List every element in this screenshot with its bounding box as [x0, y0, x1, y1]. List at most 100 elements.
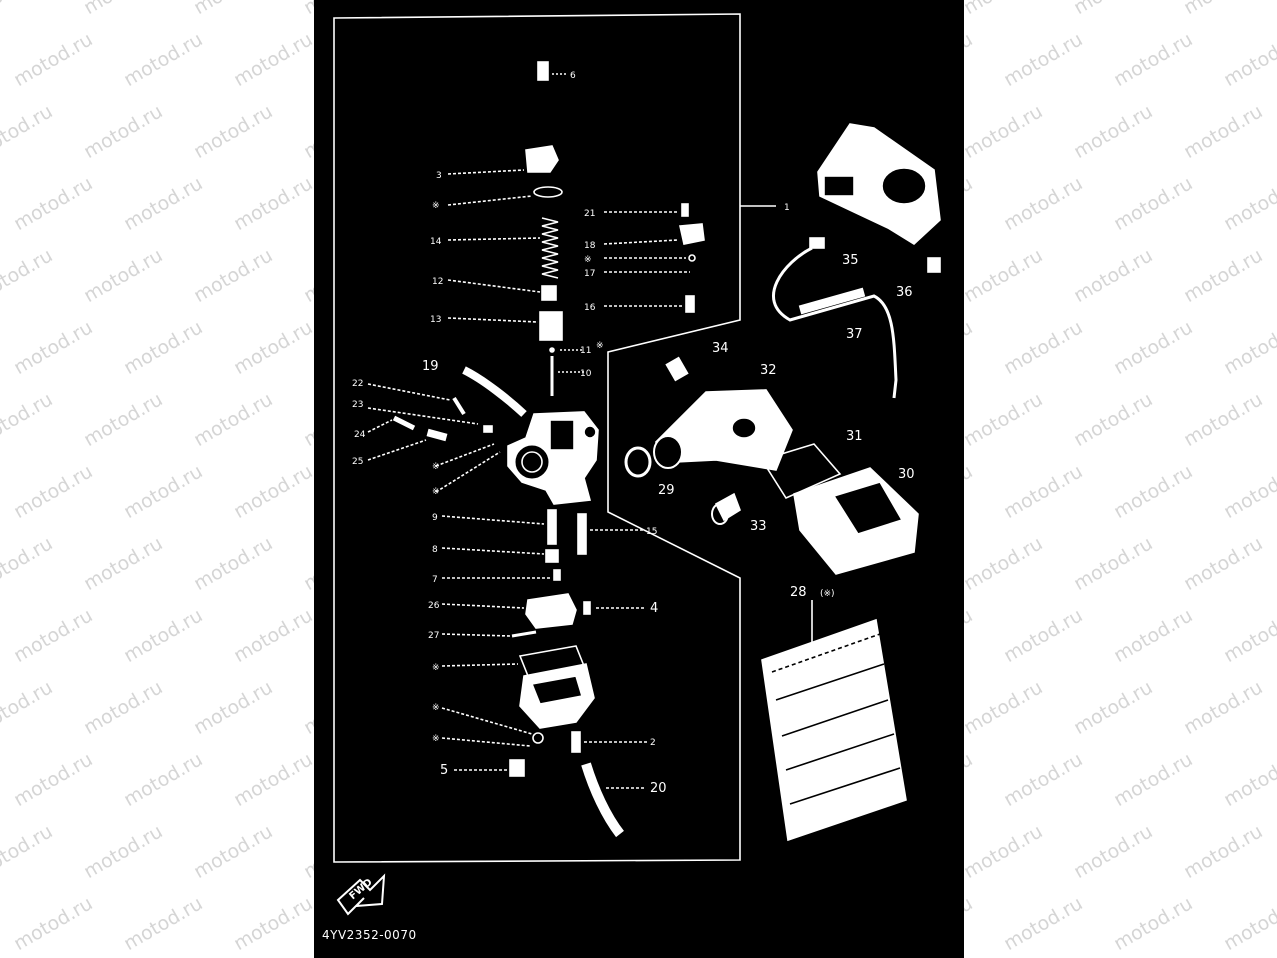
callout-c6: 6 — [570, 71, 576, 81]
watermark-text: motod.ru — [1000, 748, 1087, 812]
watermark-text: motod.ru — [960, 532, 1047, 596]
callout-c19: 19 — [422, 359, 439, 374]
watermark-text: motod.ru — [230, 892, 317, 956]
part-throttle-valve — [539, 311, 563, 341]
callout-s4: ※ — [432, 487, 440, 497]
watermark-text: motod.ru — [1070, 0, 1156, 19]
watermark-text: motod.ru — [190, 0, 276, 19]
callout-c32: 32 — [760, 363, 777, 378]
part-cap — [525, 145, 559, 173]
watermark-text: motod.ru — [230, 748, 317, 812]
watermark-text: motod.ru — [190, 388, 277, 452]
part-pilot-screw — [392, 415, 416, 431]
part-reed-gasket — [760, 443, 842, 500]
part-drain-screw — [509, 759, 525, 777]
watermark-text: motod.ru — [960, 388, 1047, 452]
part-hose-joint — [714, 492, 741, 522]
watermark-text: motod.ru — [1070, 100, 1157, 164]
watermark-text: motod.ru — [960, 100, 1047, 164]
part-adjuster — [679, 223, 705, 245]
watermark-text: motod.ru — [10, 892, 97, 956]
watermark-text: motod.ru — [1000, 28, 1087, 92]
watermark-text: motod.ru — [10, 28, 97, 92]
watermark-text: motod.ru — [230, 28, 317, 92]
watermark-text: motod.ru — [120, 748, 207, 812]
watermark-text: motod.ru — [960, 820, 1047, 884]
watermark-text: motod.ru — [0, 820, 57, 884]
watermark-text: motod.ru — [80, 0, 166, 19]
watermark-text: motod.ru — [230, 460, 317, 524]
watermark-text: motod.ru — [10, 748, 97, 812]
callout-s2: ※ — [584, 255, 592, 265]
callout-s3: ※ — [432, 462, 440, 472]
watermark-text: motod.ru — [190, 532, 277, 596]
watermark-text: motod.ru — [1110, 604, 1197, 668]
watermark-text: motod.ru — [1000, 604, 1087, 668]
watermark-text: motod.ru — [1110, 892, 1197, 956]
watermark-text: motod.ru — [1220, 604, 1277, 668]
callout-c5: 5 — [440, 763, 448, 778]
watermark-text: motod.ru — [230, 316, 317, 380]
watermark-text: motod.ru — [1110, 748, 1197, 812]
watermark-text: motod.ru — [1220, 748, 1277, 812]
watermark-text: motod.ru — [10, 316, 97, 380]
part-hose-19 — [462, 366, 527, 417]
group-outline — [333, 13, 741, 863]
callout-c13: 13 — [430, 315, 441, 325]
watermark-text: motod.ru — [120, 28, 207, 92]
watermark-text: motod.ru — [1000, 316, 1087, 380]
watermark-text: motod.ru — [1110, 172, 1197, 236]
watermark-text: motod.ru — [80, 820, 167, 884]
callout-c27: 27 — [428, 631, 439, 641]
watermark-text: motod.ru — [1180, 244, 1267, 308]
callout-c7: 7 — [432, 575, 438, 585]
diagram-code: 4YV2352-0070 — [322, 928, 417, 942]
callout-c8: 8 — [432, 545, 438, 555]
callout-c10: 10 — [580, 369, 592, 379]
callout-c31: 31 — [846, 429, 863, 444]
watermark-text: motod.ru — [10, 172, 97, 236]
watermark-text: motod.ru — [190, 676, 277, 740]
watermark-text: motod.ru — [0, 676, 57, 740]
callout-c4: 4 — [650, 601, 658, 616]
callout-c20: 20 — [650, 781, 667, 796]
watermark-text: motod.ru — [120, 316, 207, 380]
fwd-arrow — [336, 873, 386, 916]
watermark-text: motod.ru — [1180, 676, 1267, 740]
watermark-text: motod.ru — [0, 0, 56, 19]
watermark-text: motod.ru — [1070, 676, 1157, 740]
callout-c29: 29 — [658, 483, 675, 498]
callout-c9: 9 — [432, 513, 438, 523]
exploded-diagram: 1234567891011121314151617181920212223242… — [333, 13, 941, 916]
watermark-text: motod.ru — [960, 676, 1047, 740]
callout-c21: 21 — [584, 209, 595, 219]
watermark-text: motod.ru — [1180, 388, 1267, 452]
callout-c22: 22 — [352, 379, 363, 389]
callout-c24: 24 — [354, 430, 366, 440]
callout-c35: 35 — [842, 253, 859, 268]
watermark-text: motod.ru — [1180, 532, 1267, 596]
watermark-text: motod.ru — [1180, 100, 1267, 164]
watermark-text: motod.ru — [1110, 460, 1197, 524]
callout-s1: ※ — [432, 201, 440, 211]
watermark-text: motod.ru — [1000, 460, 1087, 524]
callout-c1: 1 — [784, 203, 790, 213]
watermark-text: motod.ru — [1220, 28, 1277, 92]
watermark-text: motod.ru — [960, 244, 1047, 308]
callout-c23: 23 — [352, 400, 363, 410]
callout-c28: 28 — [790, 585, 807, 600]
callout-c26: 26 — [428, 601, 440, 611]
watermark-text: motod.ru — [1220, 460, 1277, 524]
watermark-text: motod.ru — [10, 460, 97, 524]
callout-s7: ※ — [432, 734, 440, 744]
callout-c25: 25 — [352, 457, 363, 467]
callout-c14: 14 — [430, 237, 442, 247]
watermark-text: motod.ru — [120, 460, 207, 524]
watermark-text: motod.ru — [80, 100, 167, 164]
callout-c12: 12 — [432, 277, 443, 287]
watermark-text: motod.ru — [120, 604, 207, 668]
callout-c30: 30 — [898, 467, 915, 482]
watermark-text: motod.ru — [960, 0, 1046, 19]
watermark-text: motod.ru — [1220, 892, 1277, 956]
